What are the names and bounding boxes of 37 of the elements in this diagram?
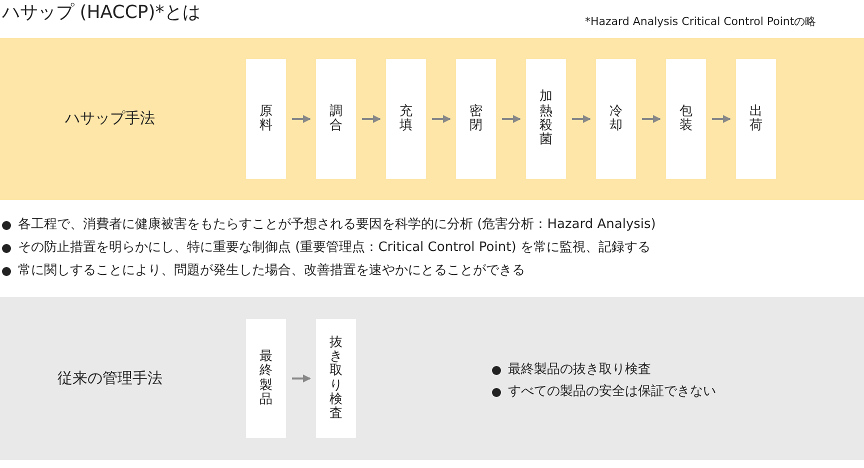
step-label: 包装 [680, 104, 692, 134]
step-box [246, 59, 286, 179]
band-panel [0, 38, 864, 200]
bullet-text: 常に関しすることにより、問題が発生した場合、改善措置を速やかにとることができる [18, 262, 525, 279]
band-heading: ハサップ手法 [64, 109, 156, 128]
step-box [736, 59, 776, 179]
step-label: 出荷 [750, 104, 762, 134]
arrow [642, 115, 661, 123]
step-box [526, 59, 566, 179]
bullet-text: 最終製品の抜き取り検査 [508, 361, 651, 378]
bullet-text: その防止措置を明らかにし、特に重要な制御点 (重要管理点：Critical Control Point) を常に監視、記録する [18, 239, 650, 256]
arrow [292, 115, 311, 123]
step-box [386, 59, 426, 179]
arrow [712, 115, 731, 123]
step-label: 抜き取り検査 [330, 336, 342, 422]
step-label: 調合 [330, 104, 342, 134]
step-label: 充填 [400, 104, 412, 134]
band-heading: 従来の管理手法 [56, 368, 164, 388]
arrow [432, 115, 451, 123]
step-label: 最終製品 [260, 350, 272, 408]
step-box [596, 59, 636, 179]
bullet-text: すべての製品の安全は保証できない [508, 383, 716, 400]
arrow [362, 115, 381, 123]
step-label: 冷却 [610, 104, 622, 134]
title: ハサップ (HACCP)*とは [2, 1, 200, 24]
step-label: 加熱殺菌 [540, 90, 552, 148]
arrow [292, 374, 311, 382]
step-box [666, 59, 706, 179]
step-box [316, 59, 356, 179]
arrow [502, 115, 521, 123]
step-box [456, 59, 496, 179]
step-label: 密閉 [470, 104, 482, 134]
bullet-text: 各工程で、消費者に健康被害をもたらすことが予想される要因を科学的に分析 (危害分析：Hazard Analysis) [18, 216, 656, 233]
step-label: 原料 [260, 104, 272, 134]
footnote: *Hazard Analysis Critical Control Pointの略 [585, 14, 816, 29]
arrow [572, 115, 591, 123]
band-panel [0, 297, 864, 460]
